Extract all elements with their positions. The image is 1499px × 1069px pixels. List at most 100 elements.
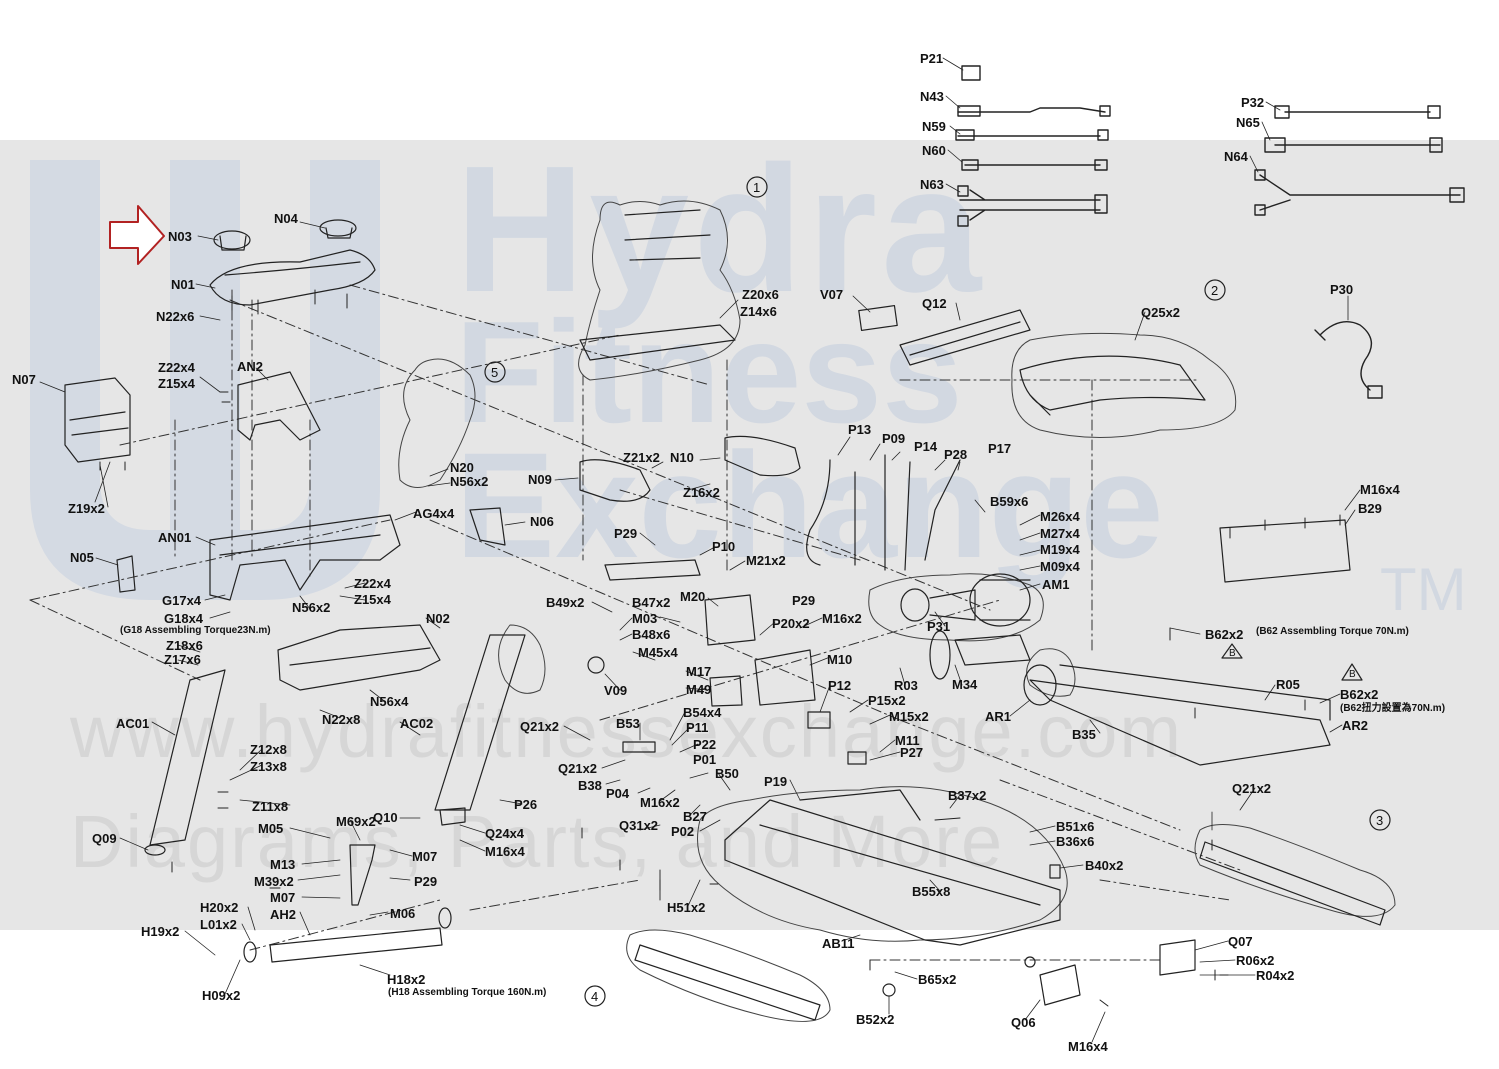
part-label-n05: N05 (70, 550, 94, 565)
part-label-b62x2: B62x2 (1205, 627, 1244, 642)
part-label-b50: B50 (715, 766, 739, 781)
part-label-q06: Q06 (1011, 1015, 1036, 1030)
part-label-n20: N20 (450, 460, 474, 475)
note-b62-torque: (B62 Assembling Torque 70N.m) (1256, 626, 1409, 637)
part-label-n07: N07 (12, 372, 36, 387)
part-label-n56x4: N56x4 (370, 694, 409, 709)
part-label-n63: N63 (920, 177, 944, 192)
part-label-h19x2: H19x2 (141, 924, 180, 939)
part-label-n56x2: N56x2 (292, 600, 331, 615)
part-label-m16x2: M16x2 (822, 611, 862, 626)
part-label-p27: P27 (900, 745, 924, 760)
part-label-am1: AM1 (1042, 577, 1070, 592)
part-label-n03: N03 (168, 229, 192, 244)
part-label-p14: P14 (914, 439, 938, 454)
part-label-q12: Q12 (922, 296, 947, 311)
part-label-m39x2: M39x2 (254, 874, 294, 889)
part-label-n06: N06 (530, 514, 554, 529)
part-label-l01x2: L01x2 (200, 917, 237, 932)
note-g18-torque: (G18 Assembling Torque23N.m) (120, 625, 271, 636)
part-label-g17x4: G17x4 (162, 593, 202, 608)
part-label-ag4x4: AG4x4 (413, 506, 455, 521)
part-label-z12x8: Z12x8 (250, 742, 287, 757)
triangle-mark-2: B (1349, 669, 1356, 680)
part-label-p28: P28 (944, 447, 968, 462)
callout-3: 3 (1376, 813, 1383, 828)
part-label-n64: N64 (1224, 149, 1248, 164)
triangle-mark-1: B (1229, 648, 1236, 659)
hydra-logo-icon (30, 160, 380, 600)
part-label-p09: P09 (882, 431, 906, 446)
part-label-ah2: AH2 (270, 907, 297, 922)
part-label-h09x2: H09x2 (202, 988, 241, 1003)
part-label-v07: V07 (820, 287, 844, 302)
pointer-arrow-icon (109, 205, 165, 265)
part-label-m19x4: M19x4 (1040, 542, 1080, 557)
part-label-m27x4: M27x4 (1040, 526, 1080, 541)
part-label-b49x2: B49x2 (546, 595, 585, 610)
part-label-m16x2: M16x2 (640, 795, 680, 810)
part-label-z16x2: Z16x2 (683, 485, 720, 500)
part-label-z13x8: Z13x8 (250, 759, 287, 774)
callout-2: 2 (1211, 283, 1218, 298)
part-label-n56x2: N56x2 (450, 474, 489, 489)
part-label-b48x6: B48x6 (632, 627, 671, 642)
part-label-b55x8: B55x8 (912, 884, 951, 899)
part-label-p29: P29 (414, 874, 438, 889)
part-label-b37x2: B37x2 (948, 788, 987, 803)
part-label-r04x2: R04x2 (1256, 968, 1295, 983)
part-label-n22x8: N22x8 (322, 712, 361, 727)
part-label-z20x6: Z20x6 (742, 287, 779, 302)
part-label-b36x6: B36x6 (1056, 834, 1095, 849)
part-label-q21x2: Q21x2 (558, 761, 598, 776)
part-label-z11x8: Z11x8 (252, 799, 289, 814)
part-label-b52x2: B52x2 (856, 1012, 895, 1027)
part-label-p30: P30 (1330, 282, 1354, 297)
part-label-q24x4: Q24x4 (485, 826, 525, 841)
part-label-m07: M07 (270, 890, 296, 905)
part-label-p19: P19 (764, 774, 788, 789)
part-label-r03: R03 (894, 678, 918, 693)
part-label-m69x2: M69x2 (336, 814, 376, 829)
part-label-g18x4: G18x4 (164, 611, 204, 626)
part-label-m34: M34 (952, 677, 978, 692)
part-label-z15x4: Z15x4 (354, 592, 391, 607)
part-label-z17x6: Z17x6 (164, 652, 201, 667)
part-label-p31: P31 (927, 619, 951, 634)
part-label-b27: B27 (683, 809, 707, 824)
part-label-q07: Q07 (1228, 934, 1253, 949)
part-label-h51x2: H51x2 (667, 900, 706, 915)
part-label-p11: P11 (686, 720, 709, 735)
part-label-v09: V09 (604, 683, 628, 698)
part-label-q31x2: Q31x2 (619, 818, 659, 833)
callout-4: 4 (591, 989, 598, 1004)
part-label-n43: N43 (920, 89, 944, 104)
part-label-m11: M11 (895, 733, 920, 748)
part-label-b51x6: B51x6 (1056, 819, 1095, 834)
part-label-n09: N09 (528, 472, 552, 487)
part-label-b53: B53 (616, 716, 640, 731)
part-label-z21x2: Z21x2 (623, 450, 660, 465)
part-label-q09: Q09 (92, 831, 117, 846)
part-label-m45x4: M45x4 (638, 645, 678, 660)
watermark-hydra: Hydra (455, 129, 986, 330)
watermark-url: www.hydrafitnessexchange.com (70, 690, 1184, 773)
part-label-z22x4: Z22x4 (354, 576, 391, 591)
part-label-n60: N60 (922, 143, 946, 158)
part-label-p04: P04 (606, 786, 630, 801)
watermark-exchange: Exchange (455, 421, 1164, 589)
part-label-m10: M10 (827, 652, 853, 667)
part-label-b40x2: B40x2 (1085, 858, 1124, 873)
part-label-b54x4: B54x4 (683, 705, 722, 720)
part-label-m16x4: M16x4 (1360, 482, 1400, 497)
part-label-m17: M17 (686, 664, 712, 679)
part-label-z14x6: Z14x6 (740, 304, 777, 319)
part-label-m49: M49 (686, 682, 712, 697)
part-label-q10: Q10 (373, 810, 398, 825)
part-label-p01: P01 (693, 752, 717, 767)
part-label-m15x2: M15x2 (889, 709, 929, 724)
part-label-m13: M13 (270, 857, 296, 872)
part-label-m05: M05 (258, 821, 284, 836)
part-label-ar1: AR1 (985, 709, 1012, 724)
